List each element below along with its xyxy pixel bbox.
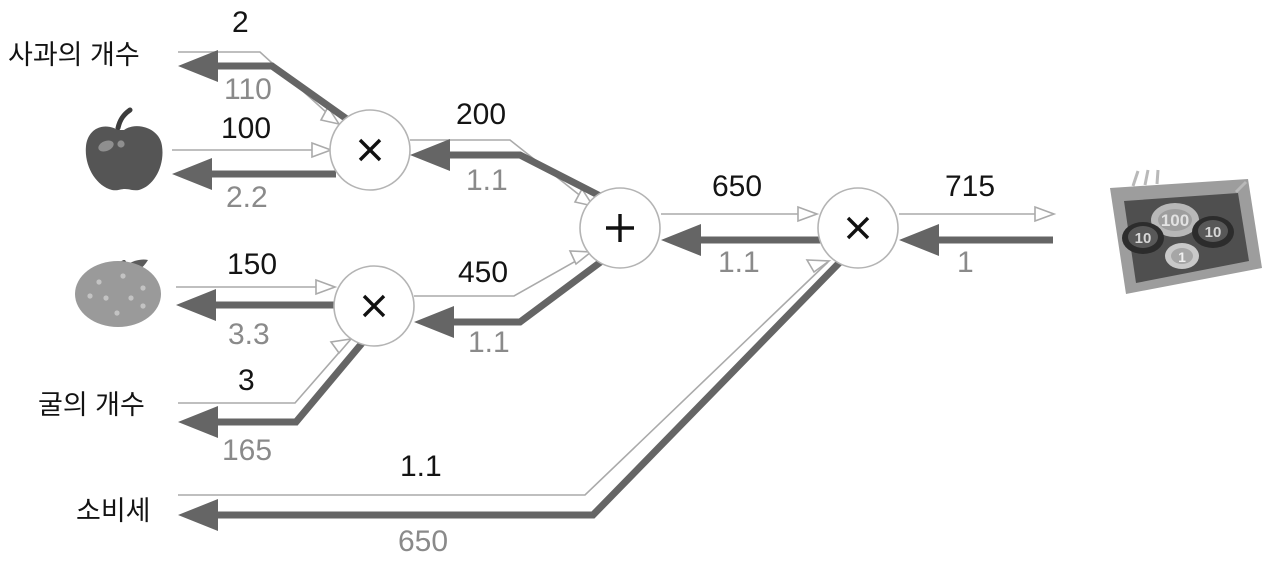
mandarin-image [75, 259, 161, 327]
variable-label-consumption-tax: 소비세 [76, 496, 151, 526]
edge-mandarin-price-backward [176, 289, 340, 321]
edge-final-forward [899, 205, 1057, 223]
svg-text:10: 10 [1205, 224, 1222, 241]
forward-value-apple-subtotal: 200 [456, 98, 507, 131]
edge-mandarin-count-backward [178, 339, 366, 438]
node-mul-apple[interactable] [329, 109, 411, 191]
edge-apple-price-backward [172, 158, 336, 190]
variable-label-apple-count: 사과의 개수 [8, 40, 140, 70]
backward-value-apple-price: 2.2 [226, 181, 268, 214]
svg-text:100: 100 [1161, 211, 1189, 230]
forward-value-final: 715 [945, 170, 996, 203]
edge-apple-sub-forward [410, 139, 595, 208]
backward-value-apple-subtotal: 1.1 [466, 164, 508, 197]
edge-mandarin-sub-forward [414, 250, 594, 297]
edge-tax-forward [178, 259, 832, 496]
edge-tax-backward [178, 259, 843, 531]
edge-apple-count-backward [178, 50, 361, 130]
edge-apple-count-forward [178, 51, 341, 126]
coin-tray-image: 100 10 10 1 [1110, 169, 1262, 294]
svg-text:10: 10 [1135, 230, 1152, 247]
edge-apple-price-forward [172, 141, 334, 159]
node-mul-tax[interactable] [817, 187, 899, 269]
backward-value-mandarin-count: 165 [222, 434, 273, 467]
backward-value-mandarin-price: 3.3 [228, 318, 270, 351]
forward-value-total: 650 [712, 170, 763, 203]
apple-image [85, 107, 163, 191]
edge-total-backward [661, 224, 822, 256]
backward-value-tax: 650 [398, 525, 449, 558]
edge-apple-sub-backward [410, 139, 606, 202]
edge-mandarin-sub-backward [414, 255, 609, 338]
variable-label-mandarin-count: 굴의 개수 [38, 390, 145, 420]
edge-mandarin-count-forward [178, 337, 354, 404]
forward-value-mandarin-price: 150 [227, 248, 278, 281]
backward-value-mandarin-subtotal: 1.1 [468, 326, 510, 359]
forward-value-apple-count: 2 [232, 6, 249, 39]
forward-value-mandarin-count: 3 [238, 364, 255, 397]
backward-value-final: 1 [957, 246, 974, 279]
backward-value-total: 1.1 [718, 246, 760, 279]
edge-mandarin-price-forward [176, 278, 338, 296]
node-mul-mandarin[interactable] [333, 265, 415, 347]
edge-total-forward [661, 205, 820, 223]
node-add-total[interactable] [579, 187, 661, 269]
edge-final-backward [899, 224, 1053, 256]
forward-value-tax: 1.1 [400, 450, 442, 483]
svg-text:1: 1 [1178, 249, 1186, 265]
backward-value-apple-count: 110 [224, 73, 272, 106]
forward-value-mandarin-subtotal: 450 [458, 256, 509, 289]
forward-value-apple-price: 100 [221, 112, 272, 145]
